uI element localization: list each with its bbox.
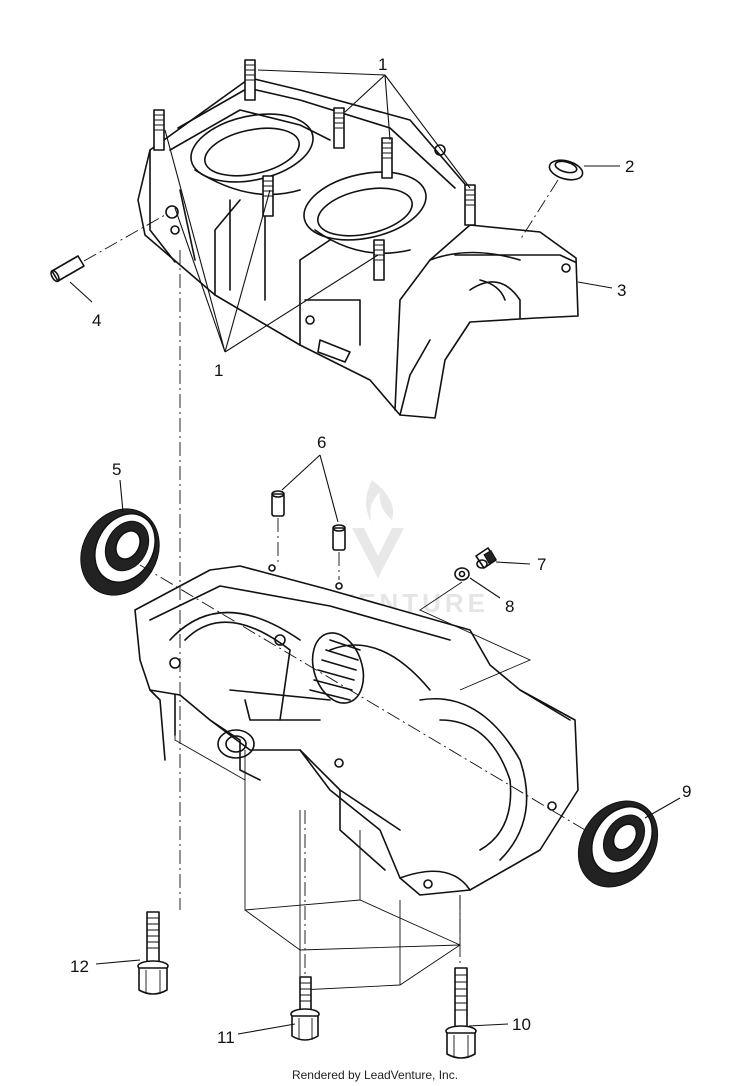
callout-labels: 1 1 2 3 4 5 6 7 8 9 10 11 12 xyxy=(70,55,691,1047)
callout-1-top: 1 xyxy=(378,55,387,74)
callout-5: 5 xyxy=(112,460,121,479)
seal-part-9 xyxy=(577,800,659,888)
callout-7: 7 xyxy=(537,555,546,574)
callout-10: 10 xyxy=(512,1015,531,1034)
callout-12: 12 xyxy=(70,957,89,976)
crankshaft-gear xyxy=(309,632,365,704)
callout-4: 4 xyxy=(92,311,101,330)
bolt-part-10 xyxy=(445,967,477,1059)
callout-3: 3 xyxy=(617,281,626,300)
upper-crankcase xyxy=(137,59,579,419)
callout-11: 11 xyxy=(217,1028,235,1047)
dowels-part-6 xyxy=(271,490,346,580)
plug-part-7 xyxy=(475,547,497,569)
grommet-part-2 xyxy=(519,159,584,241)
callout-1-bottom: 1 xyxy=(214,361,223,380)
callout-9: 9 xyxy=(682,782,691,801)
seal-part-5 xyxy=(80,508,586,831)
rendered-by-footer: Rendered by LeadVenture, Inc. xyxy=(291,1068,459,1082)
pin-part-4 xyxy=(50,214,166,283)
washer-part-8 xyxy=(419,567,532,691)
callout-6: 6 xyxy=(317,433,326,452)
bolt-part-11 xyxy=(290,976,320,1041)
callout-8: 8 xyxy=(505,597,514,616)
bolt-part-12 xyxy=(137,911,169,995)
leader-lines xyxy=(69,69,681,1035)
lower-crankcase xyxy=(134,564,579,991)
callout-2: 2 xyxy=(625,157,634,176)
